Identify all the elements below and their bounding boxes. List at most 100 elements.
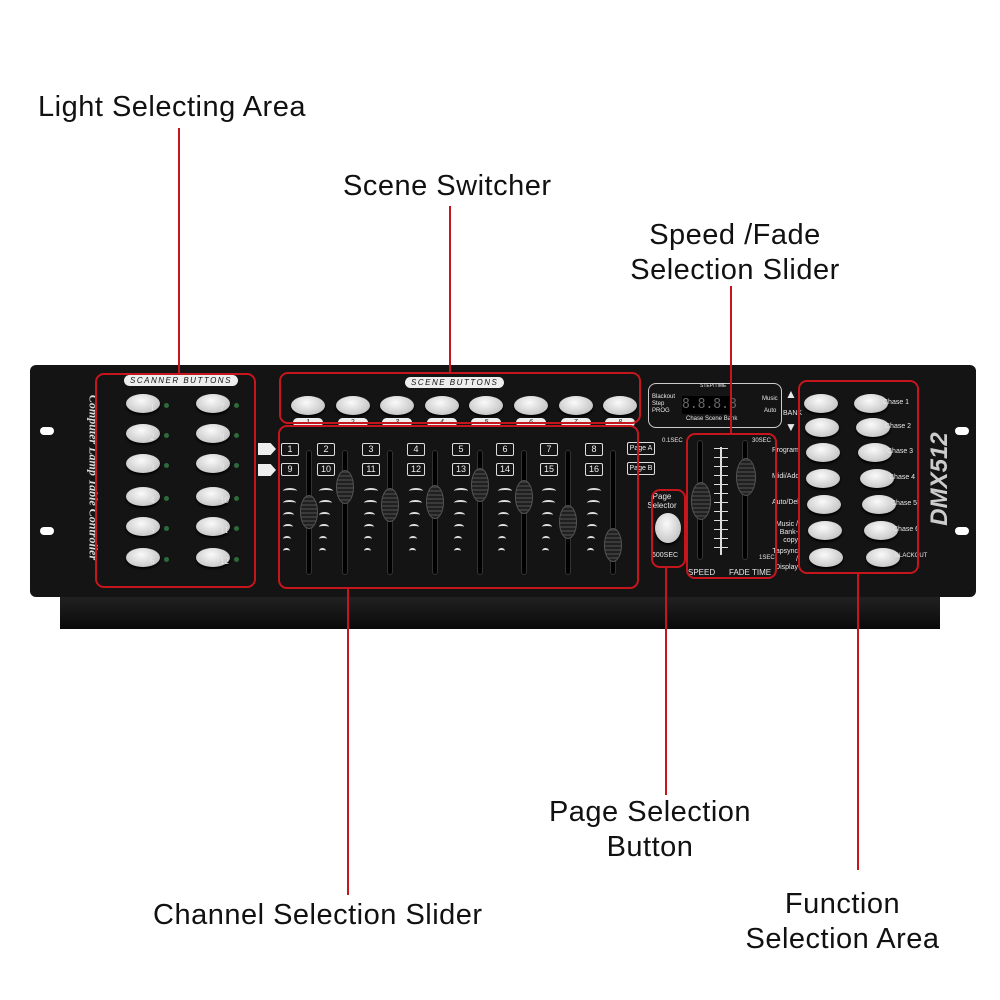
scale-mark bbox=[454, 500, 467, 506]
scanner-button-1[interactable] bbox=[126, 394, 160, 413]
channel-fader-knob-8[interactable] bbox=[604, 528, 622, 562]
display-mode-label: Step bbox=[652, 401, 665, 407]
fader-track[interactable] bbox=[477, 450, 483, 575]
function-mid-label: Music / Bank-copy bbox=[775, 521, 798, 544]
callout-function-selection-line1: Function bbox=[784, 888, 901, 920]
fader-track[interactable] bbox=[342, 450, 348, 575]
scale-mark bbox=[542, 536, 550, 542]
page-selector-button[interactable] bbox=[655, 513, 681, 543]
scene-button-7[interactable] bbox=[558, 396, 593, 415]
bank-up-button[interactable]: ▲ bbox=[785, 387, 797, 401]
scanner-button-11[interactable] bbox=[196, 517, 230, 536]
speed-fader-knob[interactable] bbox=[691, 482, 711, 520]
scanner-button-12[interactable] bbox=[196, 548, 230, 567]
scale-mark bbox=[409, 548, 416, 554]
scale-mark bbox=[364, 524, 374, 530]
fade-track[interactable] bbox=[742, 440, 748, 560]
channel-number: 15 bbox=[540, 463, 558, 476]
auto-indicator: Auto bbox=[764, 408, 777, 414]
scanner-label: 6 bbox=[150, 556, 155, 566]
channel-number: 3 bbox=[362, 443, 380, 456]
channel-number: 1 bbox=[281, 443, 299, 456]
bank-down-button[interactable]: ▼ bbox=[785, 420, 797, 434]
function-button-left[interactable] bbox=[807, 495, 842, 514]
channel-number: 6 bbox=[496, 443, 514, 456]
scale-mark bbox=[364, 512, 375, 518]
function-button-chase-1[interactable] bbox=[854, 394, 888, 413]
function-button-left[interactable] bbox=[808, 548, 843, 567]
scale-tick bbox=[714, 502, 728, 503]
function-label: Chase 5 bbox=[891, 500, 918, 507]
scanner-button-7[interactable] bbox=[196, 394, 230, 413]
channel-number: 10 bbox=[317, 463, 335, 476]
rack-hole bbox=[40, 427, 54, 435]
page-b-indicator: Page B bbox=[627, 462, 655, 475]
channel-fader-knob-6[interactable] bbox=[515, 480, 533, 514]
scanner-button-9[interactable] bbox=[196, 454, 230, 473]
function-button-left[interactable] bbox=[804, 418, 839, 437]
channel-fader-knob-1[interactable] bbox=[300, 495, 318, 529]
scale-mark bbox=[319, 488, 333, 494]
function-button-left[interactable] bbox=[805, 443, 840, 462]
scene-button-3[interactable] bbox=[380, 396, 415, 415]
fade-fader-knob[interactable] bbox=[736, 458, 756, 496]
scale-mark bbox=[587, 488, 601, 494]
highlight-channel-sliders bbox=[278, 425, 639, 589]
channel-fader-knob-5[interactable] bbox=[471, 468, 489, 502]
scene-button-8[interactable] bbox=[603, 396, 638, 415]
channel-fader-knob-4[interactable] bbox=[426, 485, 444, 519]
scanner-label: 7 bbox=[220, 402, 225, 412]
scene-button-2[interactable] bbox=[335, 396, 370, 415]
function-button-chase-4[interactable] bbox=[860, 469, 894, 488]
scale-mark bbox=[364, 536, 372, 542]
display-frame bbox=[648, 383, 782, 428]
scanner-label: 11 bbox=[220, 525, 229, 535]
function-button-chase-2[interactable] bbox=[856, 418, 890, 437]
scene-button-5[interactable] bbox=[469, 396, 504, 415]
scanner-button-2[interactable] bbox=[126, 424, 160, 443]
function-button-blackout[interactable] bbox=[866, 548, 900, 567]
scanner-button-10[interactable] bbox=[196, 487, 230, 506]
scanner-button-4[interactable] bbox=[126, 487, 160, 506]
scale-mark bbox=[319, 512, 330, 518]
scanner-button-8[interactable] bbox=[196, 424, 230, 443]
scale-mark bbox=[542, 500, 555, 506]
led-indicator bbox=[234, 463, 239, 468]
function-mid-label: Midi/Add bbox=[772, 473, 800, 480]
channel-fader-knob-3[interactable] bbox=[381, 488, 399, 522]
function-button-left[interactable] bbox=[806, 469, 841, 488]
scale-mark bbox=[587, 524, 597, 530]
function-label: Chase 1 bbox=[883, 399, 910, 406]
scale-mark bbox=[319, 500, 332, 506]
function-button-chase-6[interactable] bbox=[864, 521, 898, 540]
scale-mark bbox=[587, 548, 594, 554]
scale-tick bbox=[714, 448, 728, 449]
function-button-chase-5[interactable] bbox=[862, 495, 896, 514]
scene-button-6[interactable] bbox=[514, 396, 548, 415]
scanner-button-6[interactable] bbox=[126, 548, 160, 567]
function-button-left[interactable] bbox=[808, 521, 842, 540]
scale-tick bbox=[714, 457, 728, 458]
function-button-left[interactable] bbox=[804, 394, 838, 413]
channel-fader-knob-2[interactable] bbox=[336, 470, 354, 504]
scale-mark bbox=[283, 524, 293, 530]
led-indicator bbox=[164, 403, 169, 408]
channel-number: 12 bbox=[407, 463, 425, 476]
callout-light-selecting-area: Light Selecting Area bbox=[38, 91, 306, 123]
scanner-button-3[interactable] bbox=[126, 454, 160, 473]
scanner-label: 10 bbox=[220, 495, 229, 505]
fader-track[interactable] bbox=[610, 450, 616, 575]
scene-button-4[interactable] bbox=[424, 396, 459, 415]
channel-fader-knob-7[interactable] bbox=[559, 505, 577, 539]
scene-button-1[interactable] bbox=[291, 396, 325, 415]
function-button-chase-3[interactable] bbox=[858, 443, 892, 462]
channel-number: 16 bbox=[585, 463, 603, 476]
scanner-label: 8 bbox=[220, 432, 225, 442]
callout-page-selection-line1: Page Selection bbox=[548, 796, 752, 828]
function-mid-label: Tapsync / Display bbox=[772, 548, 798, 571]
scanner-button-5[interactable] bbox=[126, 517, 160, 536]
scanner-label: 4 bbox=[150, 495, 155, 505]
led-indicator bbox=[164, 463, 169, 468]
